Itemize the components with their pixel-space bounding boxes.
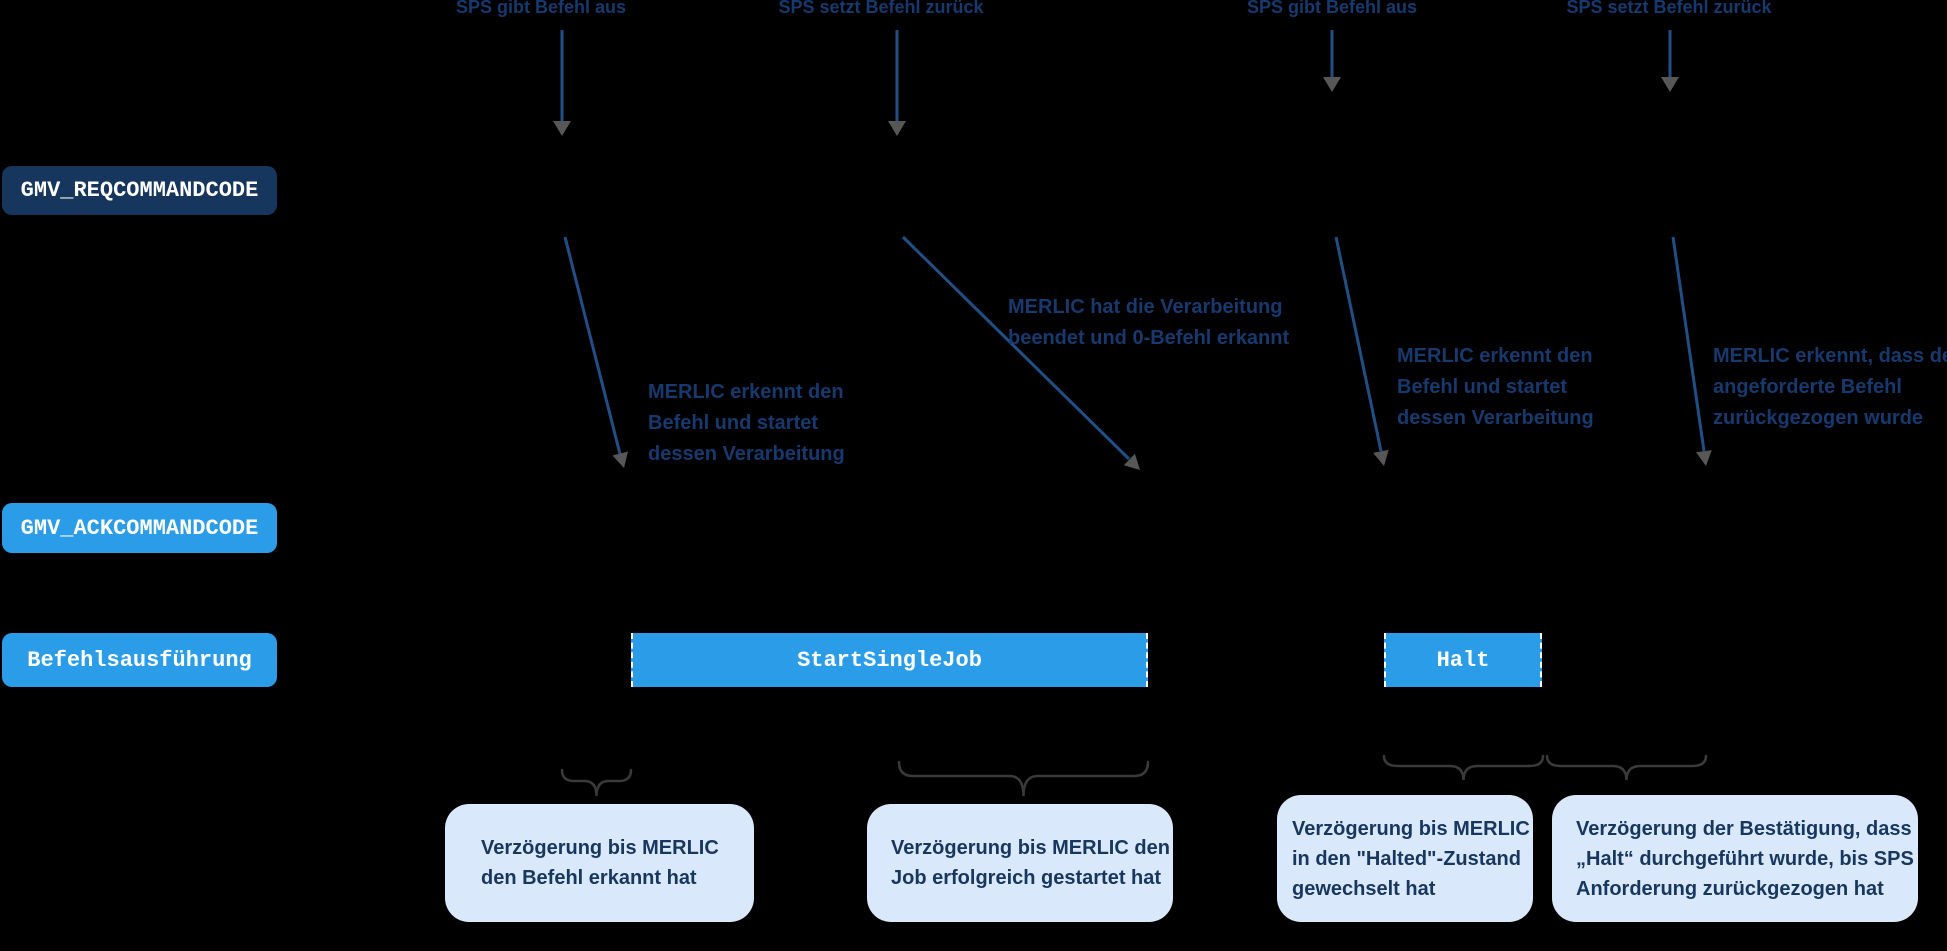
halt-bar: Halt: [1384, 633, 1542, 687]
under-brace-4: [1545, 754, 1708, 781]
sps-event-label-2: SPS setzt Befehl zurück: [778, 0, 984, 17]
start-single-job-bar: StartSingleJob: [631, 633, 1148, 687]
arrowhead-icon: [1661, 77, 1679, 92]
merlic-diagonal-arrow-2: [901, 235, 1140, 470]
delay-callout-4: Verzögerung der Bestätigung, dass „Halt“…: [1552, 795, 1918, 922]
under-brace-2: [897, 760, 1150, 797]
sps-event-label-3: SPS gibt Befehl aus: [1246, 0, 1418, 17]
arrowhead-icon: [1373, 449, 1389, 466]
ack-commandcode-row-label: GMV_ACKCOMMANDCODE: [2, 503, 277, 553]
sps-event-label-4: SPS setzt Befehl zurück: [1566, 0, 1772, 17]
merlic-annotation-1: MERLIC erkennt den Befehl und startet de…: [648, 381, 845, 465]
arrowhead-icon: [612, 451, 628, 468]
merlic-diagonal-arrow-1: [563, 236, 628, 468]
sps-down-arrow-1: [553, 30, 571, 136]
sps-down-arrow-2: [888, 30, 906, 136]
merlic-annotation-4: MERLIC erkennt, dass der angeforderte Be…: [1713, 345, 1947, 429]
execution-row-label: Befehlsausführung: [2, 633, 277, 687]
merlic-annotation-2: MERLIC hat die Verarbeitung beendet und …: [1008, 296, 1290, 349]
delay-callout-1: Verzögerung bis MERLIC den Befehl erkann…: [445, 804, 754, 922]
delay-callout-2: Verzögerung bis MERLIC den Job erfolgrei…: [867, 804, 1173, 922]
merlic-diagonal-arrow-4: [1671, 236, 1712, 466]
delay-callout-3: Verzögerung bis MERLIC in den "Halted"-Z…: [1277, 795, 1533, 922]
arrowhead-icon: [1323, 77, 1341, 92]
merlic-diagonal-arrow-3: [1334, 236, 1389, 466]
delay-braces: [560, 754, 1708, 797]
sps-down-arrow-3: [1323, 30, 1341, 92]
sps-event-label-1: SPS gibt Befehl aus: [455, 0, 627, 17]
under-brace-3: [1382, 754, 1545, 781]
merlic-annotation-3: MERLIC erkennt den Befehl und startet de…: [1397, 345, 1594, 429]
arrowhead-icon: [888, 121, 906, 136]
req-commandcode-row-label: GMV_REQCOMMANDCODE: [2, 166, 277, 215]
arrowhead-icon: [553, 121, 571, 136]
under-brace-1: [560, 768, 633, 797]
arrowhead-icon: [1123, 453, 1140, 470]
arrowhead-icon: [1696, 450, 1712, 466]
sps-down-arrow-4: [1661, 30, 1679, 92]
